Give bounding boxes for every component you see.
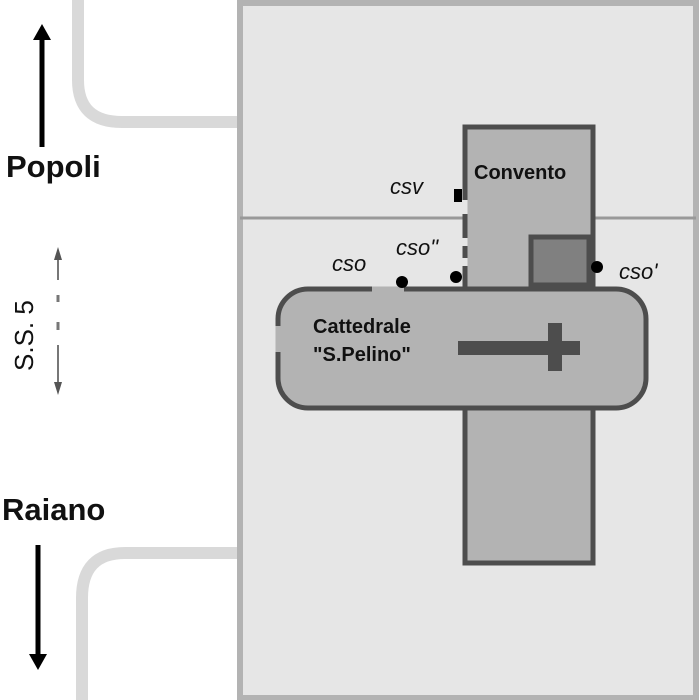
inner-square	[528, 234, 592, 288]
convent-label: Convento	[474, 162, 566, 184]
cross-bar-vertical	[548, 323, 562, 371]
street-edge-north	[72, 0, 240, 128]
north-town-label: Popoli	[6, 149, 101, 184]
south-arrow-head	[29, 654, 47, 670]
cso-prime-marker	[591, 261, 603, 273]
cathedral-label-line2: "S.Pelino"	[313, 344, 411, 366]
cathedral-label-line1: Cattedrale	[313, 316, 411, 338]
south-town-label: Raiano	[2, 492, 105, 527]
road-arrow-head-up	[54, 247, 62, 260]
csv-label: csv	[390, 174, 425, 199]
cso-prime-label: cso'	[619, 259, 658, 284]
road-arrow-head-down	[54, 382, 62, 395]
street-edge-south	[76, 547, 240, 700]
csv-marker	[454, 189, 462, 202]
cso-dblprime-label: cso"	[396, 235, 439, 260]
road-label: S.S. 5	[9, 300, 39, 371]
cso-label: cso	[332, 251, 366, 276]
north-arrow-head	[33, 24, 51, 40]
cso-dblprime-marker	[450, 271, 462, 283]
cso-marker	[396, 276, 408, 288]
